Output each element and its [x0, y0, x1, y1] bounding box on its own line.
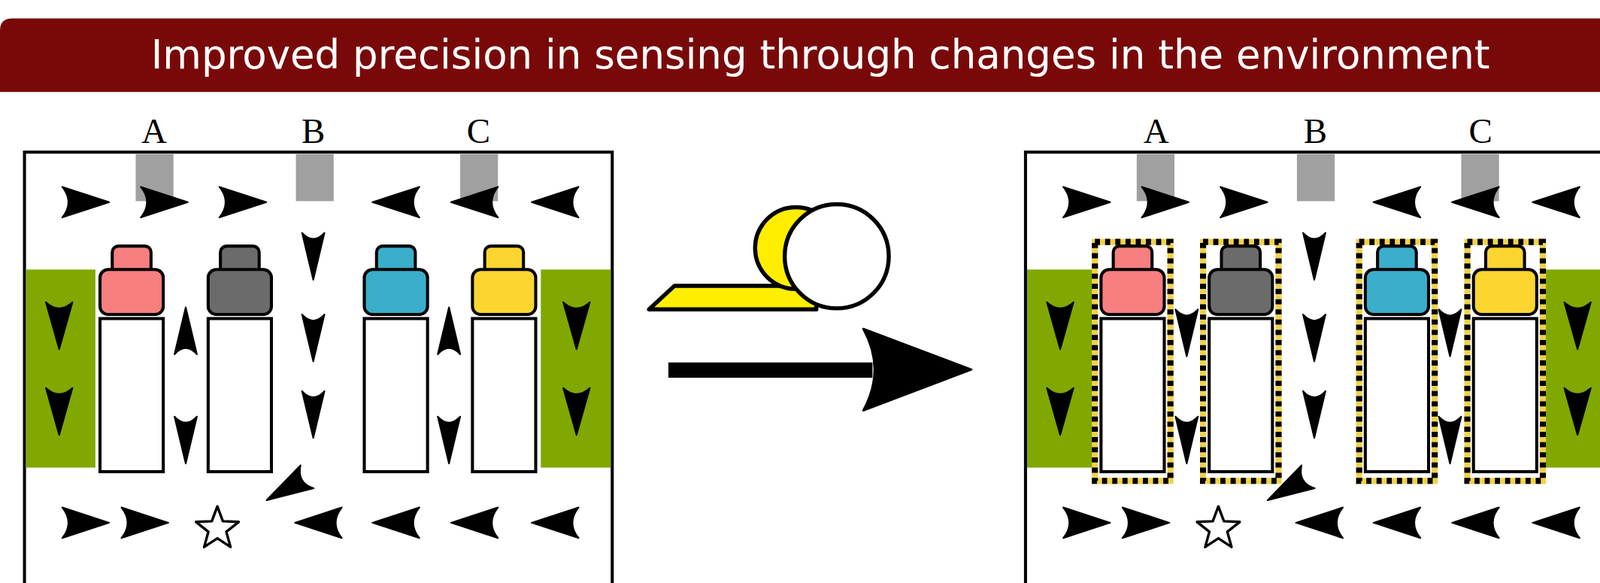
flow-arrow — [294, 507, 342, 539]
flow-arrow — [302, 232, 325, 279]
flow-arrow — [1439, 309, 1462, 356]
vial-tube — [1100, 318, 1164, 472]
flow-arrow — [140, 186, 188, 218]
hazard-border — [1467, 242, 1543, 482]
vial-cap — [1365, 269, 1429, 315]
flow-arrow — [1532, 186, 1579, 218]
flow-arrow — [1142, 186, 1189, 218]
flow-arrow — [1303, 390, 1326, 438]
flow-arrow — [531, 186, 579, 218]
flow-arrow — [1122, 507, 1170, 539]
environment-band — [1027, 269, 1097, 467]
hazard-border — [1094, 242, 1170, 482]
flow-arrow — [1260, 465, 1316, 513]
vial-cap — [364, 269, 428, 315]
flow-arrow — [372, 507, 419, 539]
arrow-shaft — [668, 362, 873, 378]
vial-tube — [1365, 318, 1429, 472]
flow-arrow — [1063, 507, 1110, 539]
flow-arrow — [45, 387, 73, 435]
sensor-label: C — [466, 112, 491, 149]
vial-cap — [472, 269, 536, 315]
flow-arrow — [437, 307, 461, 355]
hazard-border — [1467, 242, 1543, 482]
flow-arrow — [174, 307, 197, 355]
panel-frame — [24, 151, 613, 583]
flow-arrow — [1373, 507, 1421, 539]
vial-cap — [1100, 269, 1164, 315]
sensing-panel — [24, 151, 613, 583]
title-bar — [0, 18, 1600, 92]
flow-arrow — [174, 416, 197, 464]
diagram-title: Improved precision in sensing through ch… — [68, 34, 1573, 75]
flow-arrow — [1296, 507, 1343, 539]
flow-arrow — [1564, 387, 1591, 435]
flow-arrow — [121, 507, 169, 539]
flow-arrow — [1175, 416, 1198, 464]
sensing-panel — [1025, 151, 1600, 583]
hazard-border — [1203, 242, 1279, 482]
flow-arrow — [1220, 186, 1267, 218]
flow-arrow — [531, 507, 579, 539]
sensor-bar — [296, 154, 334, 201]
flow-arrow — [62, 186, 110, 218]
sensor-label: A — [141, 112, 167, 149]
flow-arrow — [372, 186, 419, 218]
flow-arrow — [451, 186, 498, 218]
sensor-label: C — [1469, 112, 1493, 149]
sensor-label: B — [1303, 112, 1328, 149]
flow-arrow — [1046, 387, 1073, 435]
flow-arrow — [1451, 507, 1499, 539]
flow-arrow — [1175, 309, 1198, 356]
hazard-border — [1094, 242, 1170, 482]
flow-arrow — [1046, 302, 1073, 349]
flow-arrow — [1063, 186, 1110, 218]
flow-arrow — [1451, 186, 1499, 218]
hazard-border — [1359, 242, 1435, 482]
flow-arrow — [45, 302, 73, 349]
environment-band — [1542, 269, 1600, 467]
flow-arrow — [451, 507, 498, 539]
arrow-head — [863, 328, 972, 411]
flow-arrow — [302, 390, 325, 438]
vial-tube — [472, 318, 536, 472]
vial-tube — [100, 318, 164, 472]
flow-arrow — [437, 416, 461, 464]
flow-arrow — [563, 387, 590, 435]
vial-tube — [1209, 318, 1273, 472]
flow-arrow — [260, 465, 315, 513]
flow-arrow — [302, 314, 325, 361]
vial-cap — [208, 269, 272, 315]
flow-arrow — [1373, 186, 1421, 218]
flow-arrow — [1303, 232, 1326, 279]
hazard-border — [1359, 242, 1435, 482]
tape-roll-face — [784, 203, 889, 308]
sensor-label: B — [301, 112, 325, 149]
sensor-label: A — [1143, 112, 1170, 149]
flow-arrow — [563, 302, 590, 349]
vial-tube — [364, 318, 428, 472]
vial-tube — [1473, 318, 1537, 472]
flow-arrow — [1532, 507, 1579, 539]
vial-cap — [1209, 269, 1273, 315]
hazard-border — [1203, 242, 1279, 482]
sensor-bar — [1296, 154, 1335, 201]
environment-band — [26, 269, 96, 467]
flow-arrow — [1439, 416, 1462, 464]
vial-cap — [1473, 269, 1537, 315]
vial-cap — [100, 269, 164, 315]
star-marker — [196, 506, 240, 547]
flow-arrow — [1303, 314, 1326, 361]
vial-tube — [208, 318, 272, 472]
flow-arrow — [1564, 302, 1591, 349]
environment-band — [540, 269, 611, 467]
flow-arrow — [219, 186, 267, 218]
transition — [648, 203, 972, 410]
panel-frame — [1025, 151, 1600, 583]
flow-arrow — [62, 507, 110, 539]
star-marker — [1196, 506, 1240, 547]
